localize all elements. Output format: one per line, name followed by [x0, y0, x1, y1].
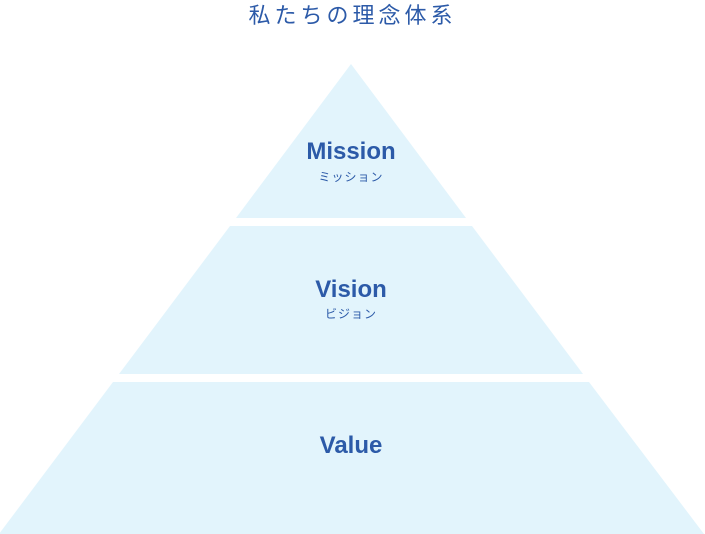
tier-shape-mission: [236, 64, 466, 218]
tier-shape-vision: [119, 226, 583, 374]
diagram-title: 私たちの理念体系: [248, 4, 457, 29]
pyramid-tier-value: Value: [0, 382, 704, 534]
pyramid-tier-vision: Vision ビジョン: [119, 226, 583, 374]
tier-label-value: Value: [320, 432, 383, 459]
tier-kana-vision: ビジョン: [325, 307, 377, 321]
pyramid-tier-mission: Mission ミッション: [236, 64, 466, 218]
tier-label-vision: Vision: [315, 276, 387, 303]
tier-label-mission: Mission: [306, 138, 395, 165]
tier-kana-mission: ミッション: [318, 170, 383, 184]
tier-shape-value: [0, 382, 704, 534]
